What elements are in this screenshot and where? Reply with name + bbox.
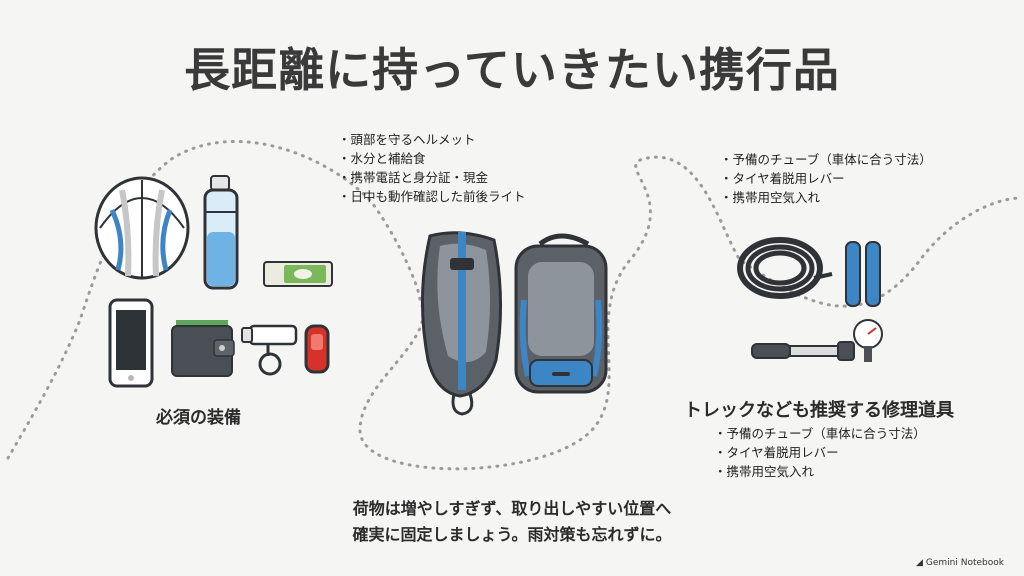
repair-heading: トレックなども推奨する修理道具 [684,400,954,421]
wallet-icon [171,320,235,377]
repair-list-top: 予備のチューブ（車体に合う寸法） タイヤ着脱用レバー 携帯用空気入れ [720,150,932,207]
essentials-label: 必須の装備 [156,408,241,428]
smartphone-icon [108,298,154,388]
list-item: 予備のチューブ（車体に合う寸法） [720,150,932,169]
list-item: 携帯用空気入れ [714,462,926,481]
bag-checklist: 頭部を守るヘルメット 水分と補給食 携帯電話と身分証・現金 日中も動作確認した前… [338,130,526,206]
rear-light-icon [304,324,330,374]
inner-tube-icon [737,237,833,299]
list-item: 頭部を守るヘルメット [338,130,526,149]
mini-pump-icon [751,319,883,362]
front-light-icon [241,324,298,376]
water-bottle-icon [203,175,239,290]
list-item: タイヤ着脱用レバー [714,443,926,462]
notebook-logo-icon: ◢ [915,558,923,568]
bottom-note-line: 確実に固定しましょう。雨対策も忘れずに。 [352,525,672,544]
list-item: タイヤ着脱用レバー [720,169,932,188]
frame-bag-icon [421,231,503,416]
repair-list: 予備のチューブ（車体に合う寸法） タイヤ着脱用レバー 携帯用空気入れ [714,424,926,481]
credit: ◢Gemini Notebook [916,558,1004,568]
credit-text: Gemini Notebook [925,558,1004,568]
page-title: 長距離に持っていきたい携行品 [184,43,840,97]
list-item: 携帯電話と身分証・現金 [338,168,526,187]
list-item: 水分と補給食 [338,149,526,168]
helmet-icon [94,176,190,280]
list-item: 予備のチューブ（車体に合う寸法） [714,424,926,443]
energy-bar-icon [263,261,333,287]
backpack-icon [514,233,608,394]
bottom-note-line: 荷物は増やしすぎず、取り出しやすい位置へ [352,499,672,518]
bottom-note: 荷物は増やしすぎず、取り出しやすい位置へ 確実に固定しましょう。雨対策も忘れずに… [300,496,724,548]
tire-lever-icon [845,241,881,307]
list-item: 日中も動作確認した前後ライト [338,187,526,206]
list-item: 携帯用空気入れ [720,188,932,207]
